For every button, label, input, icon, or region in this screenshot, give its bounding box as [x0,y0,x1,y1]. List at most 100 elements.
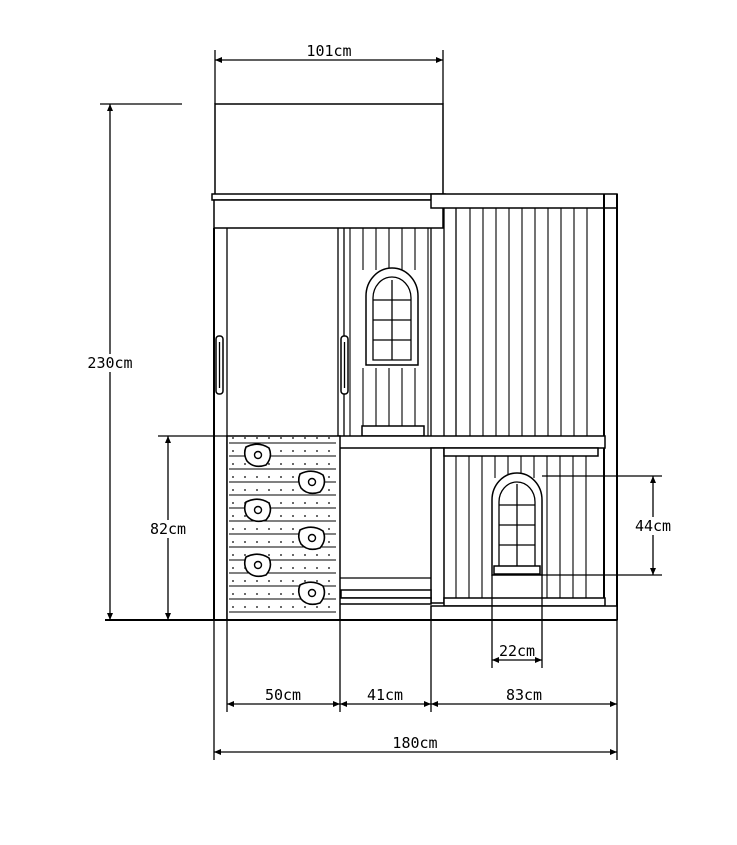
screw-dot [280,463,282,465]
screw-dot [328,476,330,478]
screw-dot [232,567,234,569]
screw-dot [268,593,270,595]
screw-dot [280,489,282,491]
screw-dot [232,554,234,556]
screw-dot [292,450,294,452]
screw-dot [304,554,306,556]
dim-climb-height-label: 82cm [150,520,186,538]
upper-middle-wall [349,228,432,436]
screw-dot [328,489,330,491]
screw-dot [244,593,246,595]
screw-dot [280,502,282,504]
screw-dot [292,502,294,504]
screw-dot [304,450,306,452]
house-base [430,597,618,621]
screw-dot [328,606,330,608]
dim-middle-width-label: 41cm [367,686,403,704]
screw-dot [292,463,294,465]
screw-dot [292,593,294,595]
grab-handle-right [340,335,349,395]
screw-dot [292,554,294,556]
dim-window-width: 22cm [491,575,543,668]
house-lower-wall [430,447,599,604]
screw-dot [328,580,330,582]
screw-dot [280,580,282,582]
screw-dot [256,476,258,478]
lower-arched-window [491,472,543,576]
screw-dot [232,476,234,478]
screw-dot [292,567,294,569]
screw-dot [328,463,330,465]
dim-climb-height: 82cm [142,435,227,620]
screw-dot [328,502,330,504]
screw-dot [280,437,282,439]
climbing-hold [297,526,326,551]
climbing-hold [243,443,272,468]
screw-dot [244,606,246,608]
screw-dot [256,593,258,595]
screw-dot [256,489,258,491]
screw-dot [232,606,234,608]
screw-dot [232,528,234,530]
screw-dot [292,541,294,543]
screw-dot [304,437,306,439]
screw-dot [292,437,294,439]
climbing-hold [243,553,272,578]
screw-dot [232,463,234,465]
screw-dot [268,463,270,465]
climbing-hold-bolt [307,533,317,543]
screw-dot [256,528,258,530]
screw-dot [244,489,246,491]
dim-house-width-label: 83cm [506,686,542,704]
screw-dot [316,554,318,556]
dim-section-widths: 50cm 41cm 83cm [213,620,618,760]
screw-dot [316,515,318,517]
screw-dot [244,476,246,478]
screw-dot [328,593,330,595]
screw-dot [280,567,282,569]
screw-dot [268,476,270,478]
screw-dot [280,476,282,478]
screw-dot [232,515,234,517]
house-lower-slats [455,456,587,598]
screw-dot [268,528,270,530]
screw-dot [316,450,318,452]
screw-dot [304,463,306,465]
screw-dot [232,437,234,439]
screw-dot [304,502,306,504]
screw-dot [244,437,246,439]
dim-window-height: 44cm [542,475,680,576]
screw-dot [304,567,306,569]
screw-dot [256,580,258,582]
screw-dot [268,580,270,582]
tower-roof [211,103,446,229]
dim-total-height-label: 230cm [87,354,132,372]
screw-dot [244,580,246,582]
screw-dot [328,554,330,556]
climbing-hold-bolt [253,560,263,570]
upper-floor-beam [337,435,606,449]
house-upper-wall [430,193,618,620]
screw-dot [292,606,294,608]
climbing-hold [297,470,326,495]
screw-dot [292,528,294,530]
screw-dot [268,437,270,439]
screw-dot [316,463,318,465]
screw-dot [256,437,258,439]
climbing-hold-bolt [307,477,317,487]
dim-top-width: 101cm [214,42,444,104]
screw-dot [316,606,318,608]
screw-dot [232,450,234,452]
climbing-hold-bolt [253,450,263,460]
screw-dot [268,489,270,491]
screw-dot [304,606,306,608]
screw-dot [328,437,330,439]
screw-dot [292,489,294,491]
screw-dot [304,515,306,517]
climbing-wall [226,435,341,621]
screw-dot [292,580,294,582]
screw-dot [268,541,270,543]
screw-dot [268,606,270,608]
screw-dot [244,528,246,530]
